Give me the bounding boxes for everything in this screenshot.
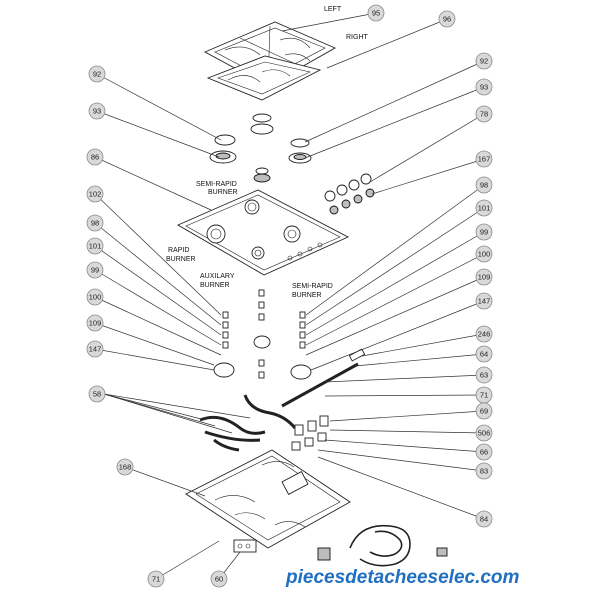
callout-86: 86 [86, 148, 104, 166]
callout-109-right: 109 [475, 268, 493, 286]
svg-text:64: 64 [480, 350, 488, 359]
svg-text:92: 92 [93, 70, 101, 79]
callout-83: 83 [475, 462, 493, 480]
svg-text:58: 58 [93, 390, 101, 399]
svg-text:167: 167 [478, 155, 491, 164]
svg-text:78: 78 [480, 110, 488, 119]
svg-text:71: 71 [480, 391, 488, 400]
callout-92-right: 92 [475, 52, 493, 70]
label-left: LEFT [324, 6, 342, 13]
callout-69: 69 [475, 402, 493, 420]
svg-text:93: 93 [480, 83, 488, 92]
callout-168: 168 [116, 458, 134, 476]
callout-101-left: 101 [86, 237, 104, 255]
label-semi-rapid-top-1: SEMI-RAPID [196, 181, 237, 188]
svg-text:69: 69 [480, 407, 488, 416]
callout-84: 84 [475, 510, 493, 528]
svg-text:98: 98 [480, 181, 488, 190]
leader-lines [94, 12, 485, 580]
label-semi-rapid-right-1: SEMI-RAPID [292, 283, 333, 290]
callout-66: 66 [475, 443, 493, 461]
label-auxiliary-1: AUXILARY [200, 273, 235, 280]
callout-167: 167 [475, 150, 493, 168]
svg-text:98: 98 [91, 219, 99, 228]
callout-147-right: 147 [475, 292, 493, 310]
svg-text:100: 100 [478, 250, 491, 259]
callout-102: 102 [86, 185, 104, 203]
callout-506: 506 [475, 424, 493, 442]
gas-valves [291, 415, 329, 451]
svg-text:109: 109 [89, 319, 102, 328]
injector-stack-right [290, 311, 312, 380]
base-tray [185, 449, 351, 549]
callout-100-right: 100 [475, 245, 493, 263]
svg-text:101: 101 [478, 204, 491, 213]
power-cable [349, 524, 448, 567]
label-rapid-2: BURNER [166, 256, 196, 263]
callout-100-left: 100 [86, 288, 104, 306]
callout-98-left: 98 [86, 214, 104, 232]
svg-text:246: 246 [478, 330, 491, 339]
callout-64: 64 [475, 345, 493, 363]
svg-text:100: 100 [89, 293, 102, 302]
callout-99-right: 99 [475, 223, 493, 241]
callout-71-right: 71 [475, 386, 493, 404]
callout-58: 58 [88, 385, 106, 403]
svg-text:99: 99 [91, 266, 99, 275]
callout-78: 78 [475, 105, 493, 123]
callout-95: 95 [367, 4, 385, 22]
callout-93-right: 93 [475, 78, 493, 96]
callout-93-left: 93 [88, 102, 106, 120]
callout-147-left: 147 [86, 340, 104, 358]
svg-text:147: 147 [478, 297, 491, 306]
label-semi-rapid-top-2: BURNER [208, 189, 238, 196]
svg-text:92: 92 [480, 57, 488, 66]
svg-text:83: 83 [480, 467, 488, 476]
svg-text:101: 101 [89, 242, 102, 251]
label-semi-rapid-right-2: BURNER [292, 292, 322, 299]
label-right: RIGHT [346, 34, 369, 41]
svg-text:95: 95 [372, 9, 380, 18]
pan-supports [203, 21, 337, 101]
callout-63: 63 [475, 366, 493, 384]
label-rapid-1: RAPID [168, 247, 189, 254]
svg-text:168: 168 [119, 463, 132, 472]
svg-text:63: 63 [480, 371, 488, 380]
svg-text:99: 99 [480, 228, 488, 237]
gas-tubes [199, 394, 297, 452]
svg-text:86: 86 [91, 153, 99, 162]
svg-text:84: 84 [480, 515, 488, 524]
label-auxiliary-2: BURNER [200, 282, 230, 289]
injector-stack-center [253, 289, 271, 379]
control-knobs [324, 173, 375, 215]
svg-text:66: 66 [480, 448, 488, 457]
callout-99-left: 99 [86, 261, 104, 279]
svg-text:147: 147 [89, 345, 102, 354]
injector-stack-left [213, 311, 235, 378]
svg-text:96: 96 [443, 15, 451, 24]
svg-text:60: 60 [215, 575, 223, 584]
svg-text:109: 109 [478, 273, 491, 282]
callout-71-left: 71 [147, 570, 165, 588]
callout-96: 96 [438, 10, 456, 28]
callout-92-left: 92 [88, 65, 106, 83]
svg-text:71: 71 [152, 575, 160, 584]
svg-text:506: 506 [478, 429, 491, 438]
callout-109-left: 109 [86, 314, 104, 332]
callout-101-right: 101 [475, 199, 493, 217]
svg-text:102: 102 [89, 190, 102, 199]
callout-246: 246 [475, 325, 493, 343]
watermark-text: piecesdetacheeselec.com [285, 567, 520, 588]
burner-caps-row [209, 113, 312, 183]
svg-text:93: 93 [93, 107, 101, 116]
callout-60: 60 [210, 570, 228, 588]
callout-98-right: 98 [475, 176, 493, 194]
igniter-block [233, 539, 331, 561]
hob-top-plate [177, 189, 350, 276]
